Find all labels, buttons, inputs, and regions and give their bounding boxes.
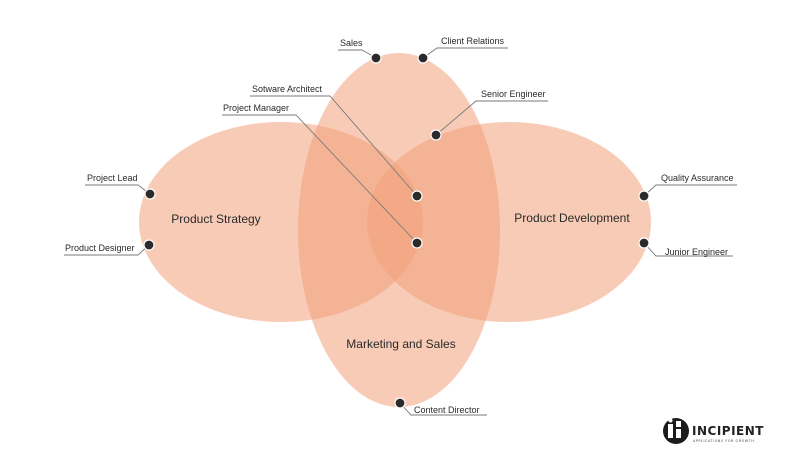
callout-software-architect: Sotware Architect — [250, 84, 423, 202]
callout-label-client-relations: Client Relations — [441, 36, 505, 46]
callout-label-project-manager: Project Manager — [223, 103, 289, 113]
logo-tagline: APPLICATIONS FOR GROWTH — [693, 439, 754, 443]
logo-name: INCIPIENT — [692, 424, 764, 438]
marker-dot — [411, 237, 423, 249]
callout-label-sales: Sales — [340, 38, 363, 48]
callout-content-director: Content Director — [394, 397, 487, 416]
callout-client-relations: Client Relations — [417, 36, 508, 64]
set-marketing-and-sales — [298, 53, 500, 407]
region-label-marketing-and-sales: Marketing and Sales — [346, 337, 455, 351]
incipient-logo-icon — [663, 418, 689, 444]
callout-label-product-designer: Product Designer — [65, 243, 135, 253]
callout-sales: Sales — [338, 38, 382, 64]
marker-dot — [638, 237, 650, 249]
marker-dot — [143, 239, 155, 251]
marker-dot — [638, 190, 650, 202]
callout-label-junior-engineer: Junior Engineer — [665, 247, 728, 257]
callout-label-senior-engineer: Senior Engineer — [481, 89, 546, 99]
marker-dot — [144, 188, 156, 200]
region-label-product-development: Product Development — [514, 211, 630, 225]
callout-label-quality-assurance: Quality Assurance — [661, 173, 734, 183]
callout-junior-engineer: Junior Engineer — [638, 237, 733, 257]
callout-project-lead: Project Lead — [85, 173, 156, 200]
callout-product-designer: Product Designer — [64, 239, 155, 256]
marker-dot — [394, 397, 406, 409]
callout-project-manager: Project Manager — [222, 103, 423, 249]
marker-dot — [370, 52, 382, 64]
marker-dot — [417, 52, 429, 64]
callout-senior-engineer: Senior Engineer — [430, 89, 548, 141]
marker-dot — [430, 129, 442, 141]
marker-dot — [411, 190, 423, 202]
callout-label-content-director: Content Director — [414, 405, 480, 415]
region-label-product-strategy: Product Strategy — [171, 212, 260, 226]
callout-label-software-architect: Sotware Architect — [252, 84, 323, 94]
incipient-logo: INCIPIENT APPLICATIONS FOR GROWTH — [663, 418, 764, 444]
callout-quality-assurance: Quality Assurance — [638, 173, 737, 202]
callout-label-project-lead: Project Lead — [87, 173, 138, 183]
